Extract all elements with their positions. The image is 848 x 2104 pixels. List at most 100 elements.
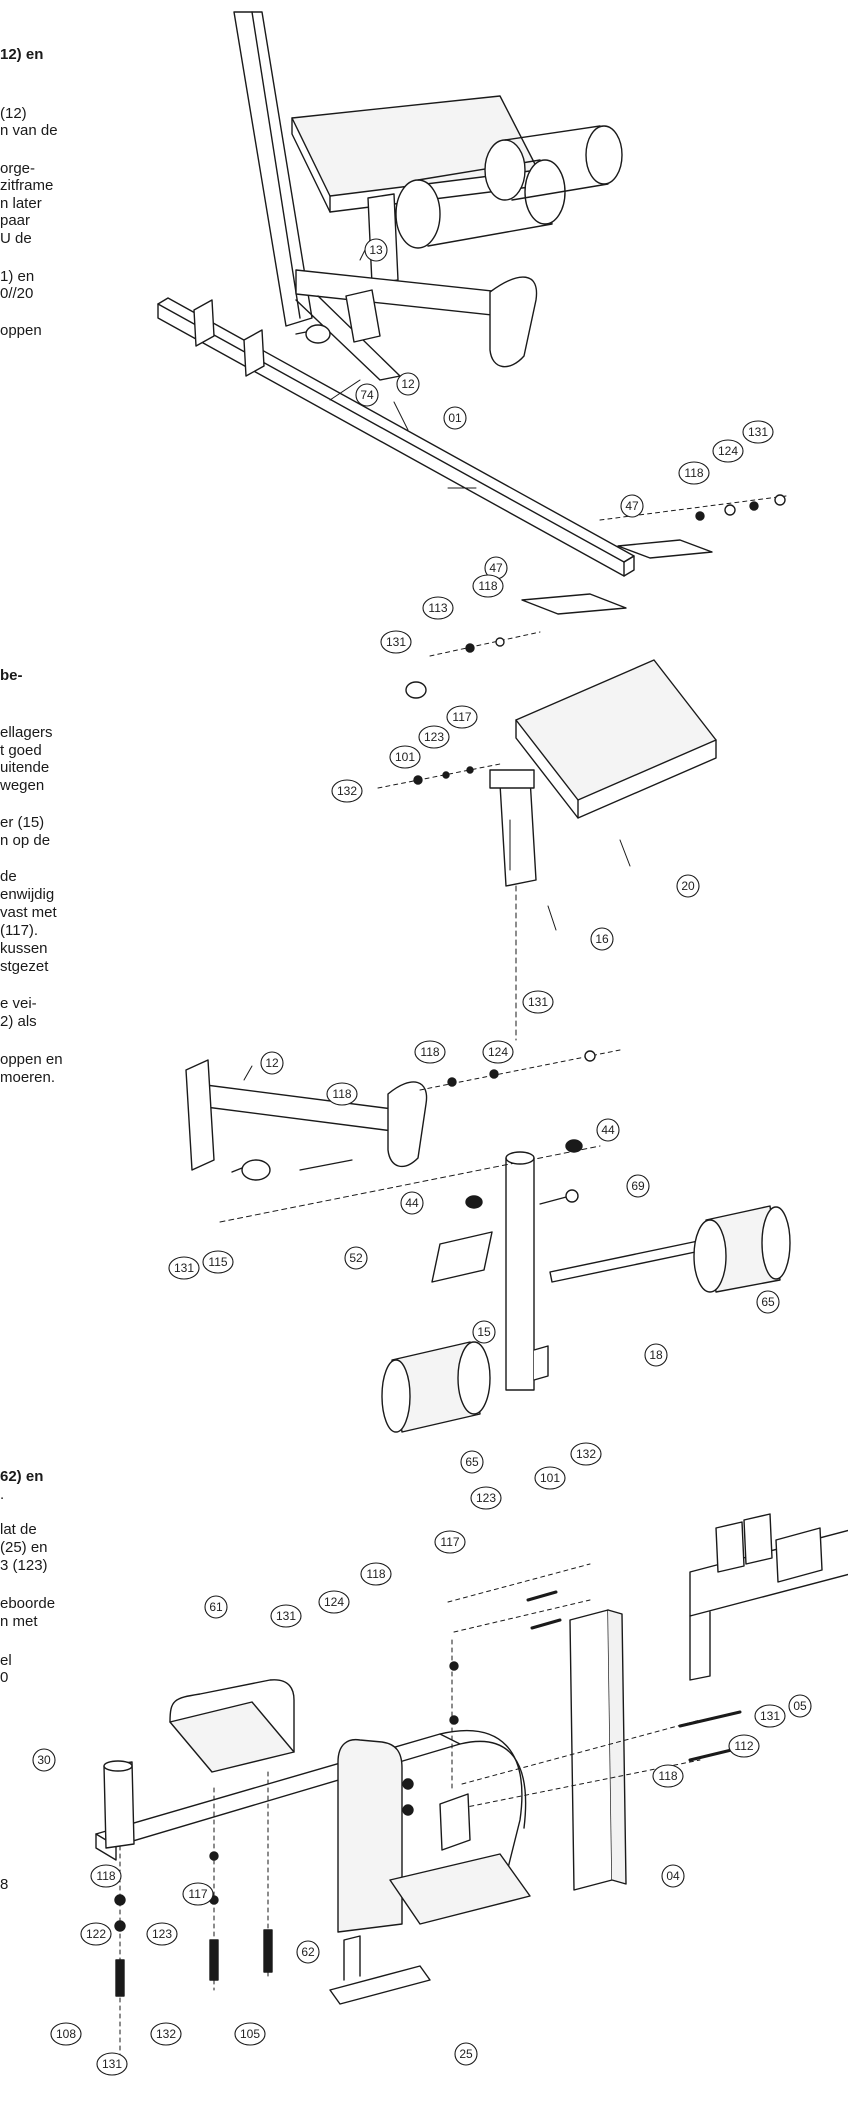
instruction-line: oppen en bbox=[0, 1051, 63, 1068]
part-number-text: 117 bbox=[452, 710, 471, 724]
instruction-line: . bbox=[0, 1486, 5, 1503]
instruction-line: orge- bbox=[0, 160, 36, 177]
part-number-text: 65 bbox=[761, 1295, 775, 1309]
part-callout-p44a: 44 bbox=[596, 1118, 620, 1142]
diagram-arm-curl-attachment bbox=[185, 659, 791, 1433]
instruction-line: el bbox=[0, 1652, 12, 1669]
part-callout-p12b: 12 bbox=[260, 1051, 284, 1075]
part-callout-p12a: 12 bbox=[396, 372, 420, 396]
part-callout-p01: 01 bbox=[443, 406, 467, 430]
part-number-text: 30 bbox=[37, 1753, 51, 1767]
part-number-text: 47 bbox=[489, 561, 503, 575]
part-number-text: 65 bbox=[465, 1455, 479, 1469]
part-number-text: 118 bbox=[366, 1567, 385, 1581]
part-callout-p118a: 118 bbox=[678, 461, 710, 485]
part-number-text: 131 bbox=[748, 425, 768, 439]
part-number-text: 108 bbox=[56, 2027, 76, 2041]
part-number-text: 131 bbox=[174, 1261, 194, 1275]
part-number-text: 123 bbox=[476, 1491, 496, 1505]
part-number-text: 12 bbox=[265, 1056, 279, 1070]
instruction-line: zitframe bbox=[0, 177, 54, 194]
part-callout-p118b: 118 bbox=[472, 574, 504, 598]
part-callout-p124a: 124 bbox=[712, 439, 744, 463]
part-callout-p124b: 124 bbox=[482, 1040, 514, 1064]
part-number-text: 15 bbox=[477, 1325, 491, 1339]
instruction-line: vast met bbox=[0, 904, 57, 921]
part-callout-p123b: 123 bbox=[470, 1486, 502, 1510]
part-callout-p132a: 132 bbox=[331, 779, 363, 803]
part-callout-p20: 20 bbox=[676, 874, 700, 898]
part-number-text: 118 bbox=[478, 579, 497, 593]
instruction-line: paar bbox=[0, 212, 31, 229]
part-number-text: 132 bbox=[337, 784, 357, 798]
part-number-text: 01 bbox=[448, 411, 462, 425]
instruction-line: eboorde bbox=[0, 1595, 56, 1612]
instruction-line: lat de bbox=[0, 1521, 37, 1538]
part-number-text: 62 bbox=[301, 1945, 315, 1959]
part-number-text: 115 bbox=[208, 1255, 227, 1269]
instruction-line: t goed bbox=[0, 742, 42, 759]
part-callout-p18: 18 bbox=[644, 1343, 668, 1367]
instruction-line: (12) bbox=[0, 105, 27, 122]
instruction-line: enwijdig bbox=[0, 886, 55, 903]
part-number-text: 118 bbox=[96, 1869, 115, 1883]
part-callout-p52: 52 bbox=[344, 1246, 368, 1270]
part-callout-p124c: 124 bbox=[318, 1590, 350, 1614]
part-callout-p101b: 101 bbox=[534, 1466, 566, 1490]
instruction-line: moeren. bbox=[0, 1069, 56, 1086]
part-callout-p16: 16 bbox=[590, 927, 614, 951]
part-number-text: 124 bbox=[324, 1595, 344, 1609]
instruction-line: wegen bbox=[0, 777, 45, 794]
part-number-text: 122 bbox=[86, 1927, 106, 1941]
part-callout-p132c: 132 bbox=[150, 2022, 182, 2046]
part-number-text: 20 bbox=[681, 879, 695, 893]
part-number-text: 04 bbox=[666, 1869, 680, 1883]
instruction-line: 8 bbox=[0, 1876, 9, 1893]
part-number-text: 16 bbox=[595, 932, 609, 946]
part-callout-p30: 30 bbox=[32, 1748, 56, 1772]
instruction-line: oppen bbox=[0, 322, 42, 339]
instruction-line: n op de bbox=[0, 832, 51, 849]
part-callout-p108: 108 bbox=[50, 2022, 82, 2046]
instruction-line: er (15) bbox=[0, 814, 45, 831]
part-callout-p04: 04 bbox=[661, 1864, 685, 1888]
part-number-text: 123 bbox=[424, 730, 444, 744]
part-callout-p123a: 123 bbox=[418, 725, 450, 749]
part-number-text: 47 bbox=[625, 499, 639, 513]
part-number-text: 117 bbox=[188, 1887, 207, 1901]
instruction-line: n van de bbox=[0, 122, 58, 139]
part-number-text: 112 bbox=[734, 1739, 753, 1753]
part-number-text: 131 bbox=[276, 1609, 296, 1623]
part-callout-p105: 105 bbox=[234, 2022, 266, 2046]
part-callout-p44b: 44 bbox=[400, 1191, 424, 1215]
part-callout-p118g: 118 bbox=[90, 1864, 122, 1888]
part-number-text: 118 bbox=[420, 1045, 439, 1059]
part-callout-p74: 74 bbox=[355, 383, 379, 407]
instruction-line: stgezet bbox=[0, 958, 49, 975]
instruction-line: uitende bbox=[0, 759, 50, 776]
part-number-text: 131 bbox=[386, 635, 406, 649]
part-number-text: 132 bbox=[156, 2027, 176, 2041]
part-callout-p131d: 131 bbox=[168, 1256, 200, 1280]
part-callout-p117b: 117 bbox=[434, 1530, 466, 1554]
part-callout-p122: 122 bbox=[80, 1922, 112, 1946]
instruction-line: U de bbox=[0, 230, 32, 247]
part-callout-p118c: 118 bbox=[414, 1040, 446, 1064]
part-callout-p132b: 132 bbox=[570, 1442, 602, 1466]
instruction-line: kussen bbox=[0, 940, 48, 957]
part-number-text: 118 bbox=[658, 1769, 677, 1783]
part-number-text: 13 bbox=[369, 243, 383, 257]
part-number-text: 132 bbox=[576, 1447, 596, 1461]
step-heading-fragment: 62) en bbox=[0, 1468, 44, 1485]
part-number-text: 113 bbox=[428, 601, 447, 615]
part-callout-p117c: 117 bbox=[182, 1882, 214, 1906]
instruction-line: (25) en bbox=[0, 1539, 48, 1556]
part-number-text: 44 bbox=[405, 1196, 419, 1210]
part-number-text: 101 bbox=[540, 1471, 560, 1485]
instruction-line: 3 (123) bbox=[0, 1557, 48, 1574]
part-number-text: 69 bbox=[631, 1179, 645, 1193]
part-callout-p47a: 47 bbox=[620, 494, 644, 518]
part-number-text: 131 bbox=[102, 2057, 122, 2071]
part-callout-p131f: 131 bbox=[754, 1704, 786, 1728]
